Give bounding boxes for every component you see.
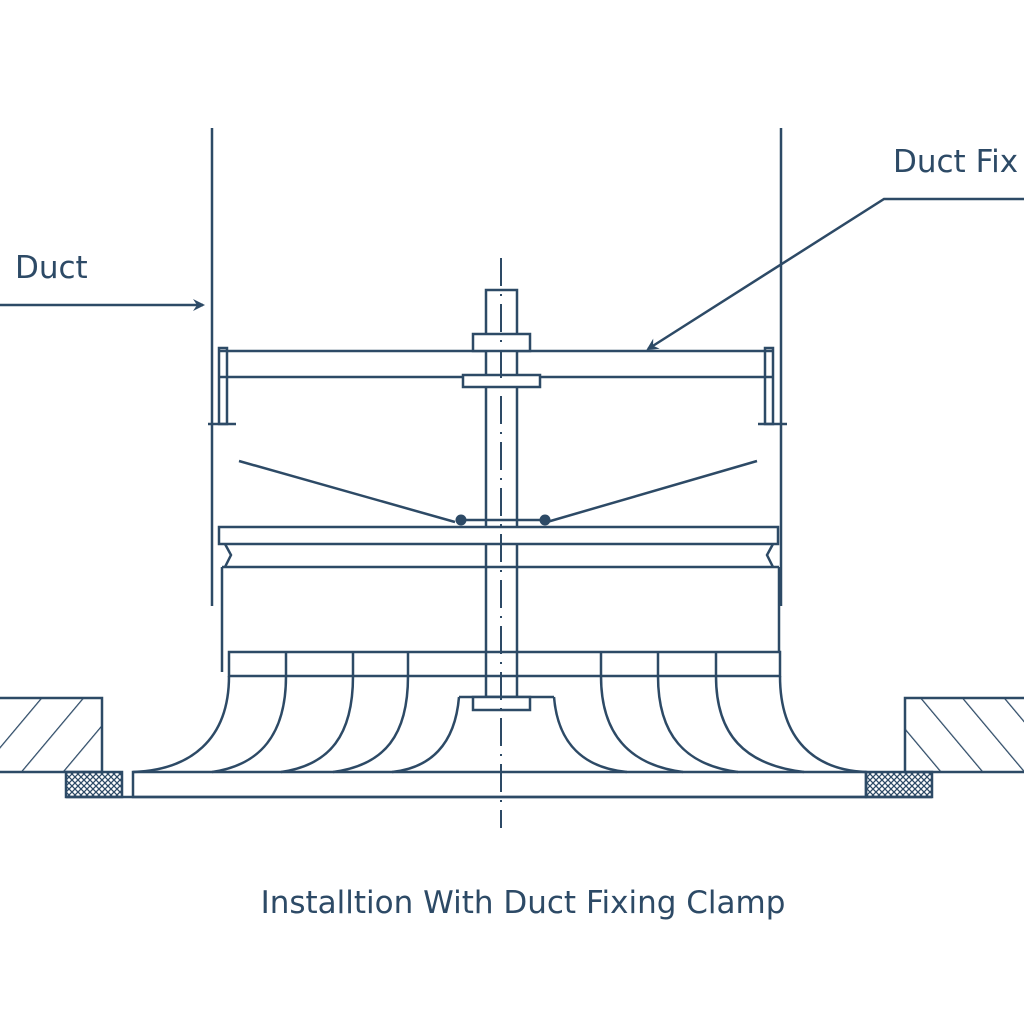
clamp-bracket-left xyxy=(217,346,229,426)
ceiling-left xyxy=(0,696,104,774)
duct-fixing-clamp-label: Duct Fix xyxy=(893,144,1019,180)
clamp-bracket-right xyxy=(763,346,775,426)
caption: Installtion With Duct Fixing Clamp xyxy=(260,885,786,921)
clamp-leader-arrow xyxy=(646,197,1024,351)
gasket-left xyxy=(64,770,124,799)
diffuser-vanes xyxy=(132,675,867,774)
duct-label: Duct xyxy=(15,250,88,286)
diffuser-ring xyxy=(227,650,782,678)
top-nut xyxy=(471,332,532,353)
ceiling-right xyxy=(903,696,1024,774)
gasket-right xyxy=(864,770,934,799)
damper-plate xyxy=(217,525,780,546)
diffuser-base xyxy=(131,770,868,799)
